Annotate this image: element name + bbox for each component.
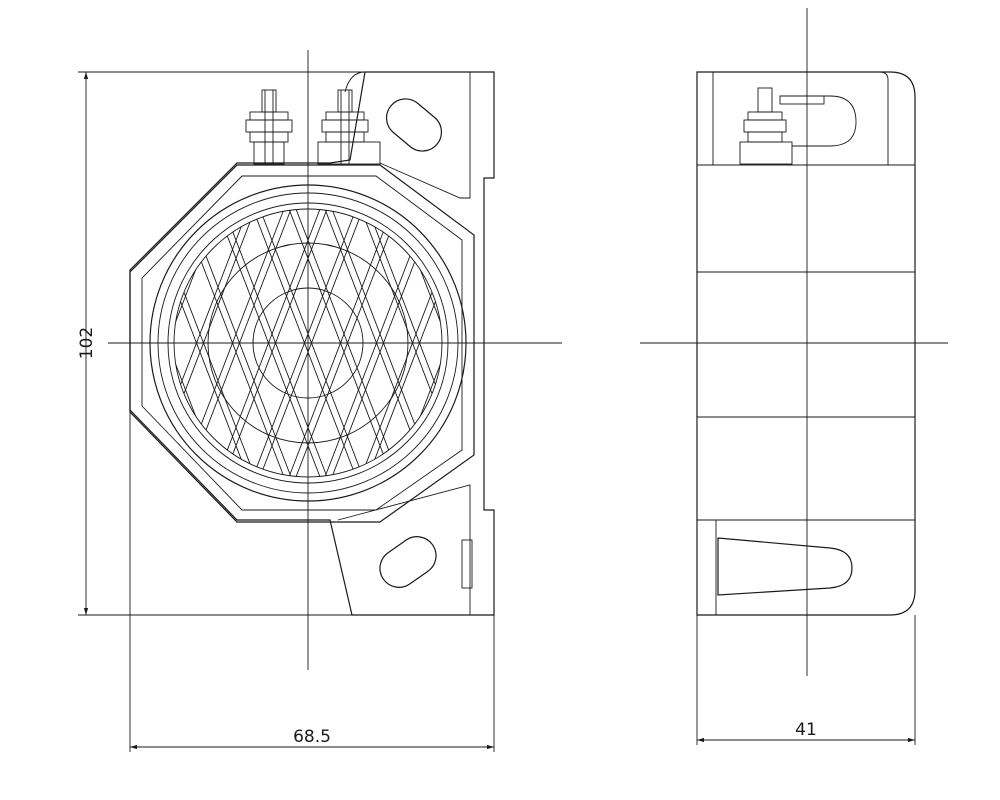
grill-bar: [0, 209, 75, 477]
dimension-height: 102: [77, 72, 97, 615]
grill-bar: [0, 209, 75, 477]
side-body-outline: [696, 71, 916, 616]
dimension-side-depth: 41: [697, 720, 915, 743]
side-mounting-slot: [717, 537, 853, 596]
grill-bar: [548, 209, 651, 477]
grill-bar: [0, 209, 68, 477]
side-terminal: [739, 87, 857, 165]
grill-bar: [548, 209, 651, 477]
front-width-label: 68.5: [293, 727, 331, 747]
dimension-front-width: 68.5: [130, 727, 494, 750]
octagon-body-outer: [129, 164, 475, 523]
grill-bar: [0, 209, 68, 477]
terminal-left: [245, 89, 293, 165]
height-label: 102: [77, 327, 97, 359]
side-view: [640, 8, 948, 745]
front-housing-outline: [129, 71, 495, 616]
side-depth-label: 41: [795, 720, 817, 740]
side-top-bracket: [712, 71, 889, 165]
octagon-body-inner: [141, 175, 463, 511]
bracket-bottom-detail: [337, 484, 471, 615]
mounting-slot-top: [385, 98, 443, 152]
front-view: [0, 50, 651, 752]
side-tab: [461, 539, 473, 589]
bracket-top-detail: [365, 71, 471, 199]
mounting-slot-bottom: [379, 536, 437, 588]
terminal-right: [317, 89, 381, 165]
